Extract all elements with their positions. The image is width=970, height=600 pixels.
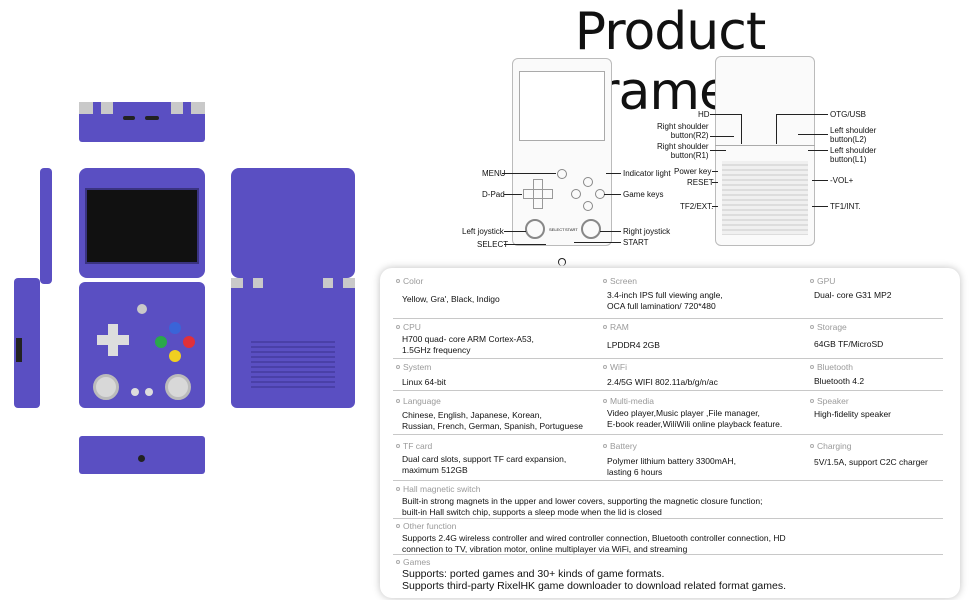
spec-label-other: Other function	[396, 521, 456, 531]
spec-row-3	[393, 359, 943, 391]
spec-label-bluetooth: Bluetooth	[810, 362, 853, 372]
spec-label-charging: Charging	[810, 441, 852, 451]
device-top-view	[79, 102, 205, 142]
label-hd: HD	[698, 110, 710, 119]
label-start: START	[623, 238, 649, 247]
label-tf1: TF1/INT.	[830, 202, 861, 211]
label-left-joystick: Left joystick	[462, 227, 504, 236]
label-start-small: START	[565, 227, 578, 232]
label-select: SELECT	[477, 240, 509, 249]
spec-label-language: Language	[396, 396, 441, 406]
spec-value-bluetooth: Bluetooth 4.2	[814, 376, 865, 386]
spec-label-multimedia: Multi-media	[603, 396, 654, 406]
spec-value-battery: Polymer lithium battery 3300mAH, lasting…	[607, 456, 736, 477]
label-otg-usb: OTG/USB	[830, 110, 867, 119]
diagram-front: SELECT START	[512, 58, 612, 246]
gamekeys-diagram	[571, 177, 605, 211]
label-r2: Right shoulder button(R2)	[657, 122, 709, 140]
label-indicator-light: Indicator light	[623, 169, 671, 178]
diagram-back	[715, 56, 815, 246]
spec-value-games: Supports: ported games and 30+ kinds of …	[402, 568, 787, 592]
spec-value-hall: Built-in strong magnets in the upper and…	[402, 496, 763, 517]
label-l1: Left shoulder button(L1)	[830, 146, 877, 164]
spec-label-color: Color	[396, 276, 423, 286]
spec-label-storage: Storage	[810, 322, 847, 332]
label-right-joystick: Right joystick	[623, 227, 671, 236]
spec-label-cpu: CPU	[396, 322, 421, 332]
spec-label-ram: RAM	[603, 322, 629, 332]
spec-value-wifi: 2.4/5G WIFI 802.11a/b/g/n/ac	[607, 377, 718, 387]
page-title: Product Parameter	[539, 2, 802, 122]
spec-row-2	[393, 319, 943, 359]
spec-row-5	[393, 435, 943, 481]
spec-card	[380, 268, 960, 598]
label-tf2: TF2/EXT.	[680, 202, 714, 211]
device-front-base	[79, 282, 205, 408]
spec-row-6	[393, 481, 943, 519]
label-r1: Right shoulder button(R1)	[657, 142, 709, 160]
spec-value-tfcard: Dual card slots, support TF card expansi…	[402, 454, 567, 475]
label-l2: Left shoulder button(L2)	[830, 126, 877, 144]
spec-label-system: System	[396, 362, 431, 372]
spec-row-4	[393, 391, 943, 435]
spec-label-speaker: Speaker	[810, 396, 849, 406]
spec-value-multimedia: Video player,Music player ,File manager,…	[607, 408, 783, 429]
spec-value-speaker: High-fidelity speaker	[814, 409, 892, 419]
device-side-view-closed	[14, 278, 40, 408]
spec-label-tfcard: TF card	[396, 441, 432, 451]
spec-value-storage: 64GB TF/MicroSD	[814, 339, 884, 349]
label-game-keys: Game keys	[623, 190, 664, 199]
label-reset: RESET	[687, 178, 714, 187]
device-front-lid	[79, 168, 205, 278]
spec-label-gpu: GPU	[810, 276, 835, 286]
strap-loop-icon	[558, 258, 566, 266]
label-menu: MENU	[482, 169, 506, 178]
label-dpad: D-Pad	[482, 190, 505, 199]
spec-label-screen: Screen	[603, 276, 637, 286]
spec-value-cpu: H700 quad- core ARM Cortex-A53, 1.5GHz f…	[402, 334, 534, 355]
dpad-diagram	[523, 179, 553, 209]
device-side-view-open	[40, 168, 52, 284]
spec-value-gpu: Dual- core G31 MP2	[814, 290, 892, 300]
spec-row-1	[393, 273, 943, 319]
menu-button-diagram	[557, 169, 567, 179]
device-back-base	[231, 278, 355, 408]
label-select-small: SELECT	[549, 227, 565, 232]
device-bottom-view	[79, 436, 205, 474]
spec-value-language: Chinese, English, Japanese, Korean, Russ…	[402, 410, 583, 431]
spec-value-system: Linux 64-bit	[402, 377, 446, 387]
label-power-key: Power key	[674, 167, 712, 176]
spec-value-ram: LPDDR4 2GB	[607, 340, 660, 350]
spec-value-color: Yellow, Gra', Black, Indigo	[402, 294, 500, 304]
spec-label-hall: Hall magnetic switch	[396, 484, 480, 494]
spec-value-other: Supports 2.4G wireless controller and wi…	[402, 533, 786, 554]
device-back-lid	[231, 168, 355, 278]
spec-label-games: Games	[396, 557, 430, 567]
spec-value-screen: 3.4-inch IPS full viewing angle, OCA ful…	[607, 290, 723, 311]
spec-label-wifi: WiFi	[603, 362, 627, 372]
spec-row-7	[393, 519, 943, 555]
spec-value-charging: 5V/1.5A, support C2C charger	[814, 457, 928, 467]
game-keys	[155, 322, 195, 362]
d-pad	[97, 324, 129, 356]
spec-label-battery: Battery	[603, 441, 637, 451]
label-volume: -VOL+	[830, 176, 854, 185]
